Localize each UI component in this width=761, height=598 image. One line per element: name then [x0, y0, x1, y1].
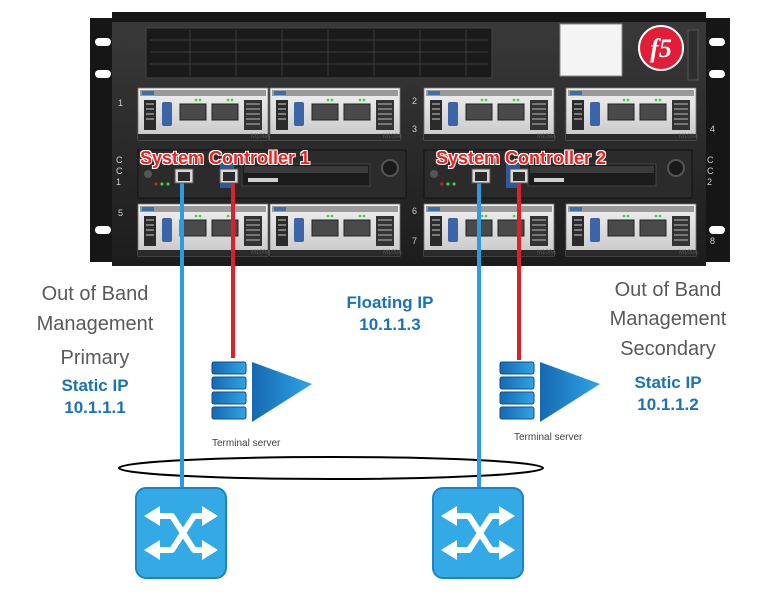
terminal-server-label-left: Terminal server: [212, 438, 281, 449]
svg-text:f5: f5: [650, 34, 672, 63]
console-port-cc2: [509, 168, 529, 184]
cc-label: C: [116, 166, 123, 176]
left-ip-value: 10.1.1.1: [64, 398, 126, 417]
cc-label: C: [116, 155, 123, 165]
slot-number: 5: [118, 208, 123, 218]
left-title-line1: Out of Band: [41, 283, 149, 305]
floating-ip-value: 10.1.1.3: [359, 315, 421, 334]
blade-model-label: M100A: [537, 250, 556, 256]
left-ip-label: Static IP: [61, 376, 129, 395]
blade-model-label: M100A: [679, 134, 698, 140]
cc-label: C: [707, 155, 714, 165]
right-title-line1: Out of Band: [614, 279, 722, 301]
terminal-server-icon: [499, 361, 601, 423]
blue-management-cables: [180, 176, 481, 490]
cc-label: C: [707, 166, 714, 176]
left-title-line2: Management: [36, 313, 154, 335]
blade-model-label: M100A: [679, 250, 698, 256]
slot-numbers: 1 2 3 4 5 6 7 8: [118, 96, 715, 246]
right-role: Secondary: [620, 338, 716, 360]
mgmt-port-cc1: [174, 168, 194, 184]
uplink-ring: [118, 456, 544, 480]
system-controller-1-label: System Controller 1: [140, 148, 311, 168]
cc-label: 1: [116, 177, 121, 187]
cc-label: 2: [707, 177, 712, 187]
slot-number: 8: [710, 236, 715, 246]
right-title-line2: Management: [609, 308, 727, 330]
slot-number: 2: [412, 96, 417, 106]
console-port-cc1: [219, 168, 239, 184]
slot-number: 4: [710, 124, 715, 134]
blade-model-label: M100A: [251, 250, 270, 256]
mgmt-port-cc2: [471, 168, 491, 184]
lcd-panel: [559, 23, 623, 77]
right-ip-label: Static IP: [634, 373, 702, 392]
switch-icon: [136, 488, 226, 578]
blade-model-label: M100A: [537, 134, 556, 140]
system-controller-2-label: System Controller 2: [436, 148, 607, 168]
blade-model-label: M100A: [383, 134, 402, 140]
f5-logo: f5: [638, 25, 684, 71]
slot-number: 3: [412, 124, 417, 134]
blade-model-label: M100A: [251, 134, 270, 140]
right-ip-value: 10.1.1.2: [637, 395, 699, 414]
terminal-server-label-right: Terminal server: [514, 432, 583, 443]
left-role: Primary: [60, 347, 130, 369]
cc-labels: C C 1 C C 2: [116, 155, 714, 187]
switch-icon: [433, 488, 523, 578]
slot-number: 7: [412, 236, 417, 246]
floating-ip-label: Floating IP: [346, 293, 434, 312]
blade-model-label: M100A: [383, 250, 402, 256]
slot-number: 1: [118, 98, 123, 108]
slot-number: 6: [412, 206, 417, 216]
red-console-cables: [231, 176, 521, 360]
blade-model-labels: M100A M100A M100A M100A M100A M100A M100…: [251, 134, 698, 256]
terminal-server-icon: [211, 361, 313, 423]
